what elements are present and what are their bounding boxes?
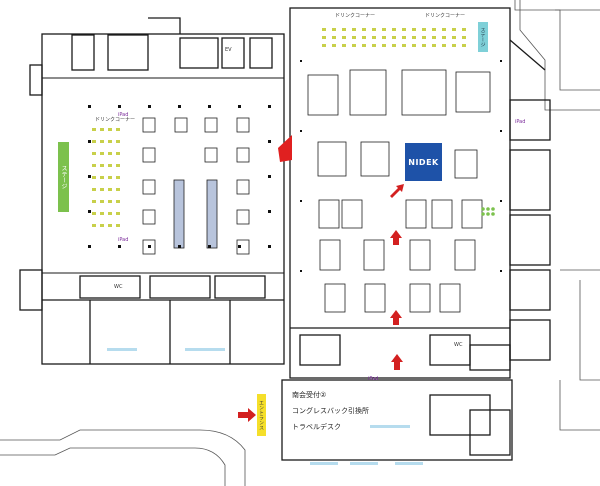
drink-corner-label-2: ドリンクコーナー bbox=[425, 13, 466, 19]
info-line-1: 南会受付② bbox=[292, 391, 327, 399]
booth-nidek[interactable]: NIDEK bbox=[405, 143, 442, 181]
arrow-nidek bbox=[390, 184, 404, 198]
arrow-up-1 bbox=[390, 230, 402, 245]
right-hall-booths bbox=[307, 69, 491, 313]
wc-label-1: WC bbox=[114, 284, 123, 290]
ev-label: EV bbox=[225, 47, 232, 53]
right-hall bbox=[281, 7, 551, 461]
connector-highlight bbox=[278, 135, 292, 162]
route-arrows bbox=[238, 184, 404, 422]
ipad-tag-2: iPad bbox=[118, 237, 129, 243]
drink-corner-label-3: ドリンクコーナー bbox=[95, 117, 136, 123]
drink-tables-left bbox=[92, 128, 120, 227]
drink-tables-right bbox=[322, 28, 466, 47]
arrow-up-2 bbox=[390, 310, 402, 325]
info-line-3: トラベルデスク bbox=[292, 423, 341, 431]
drink-corner-label-1: ドリンクコーナー bbox=[335, 13, 376, 19]
pillars-left bbox=[88, 105, 271, 248]
ipad-tag-1: iPad bbox=[118, 112, 129, 118]
arrow-entrance bbox=[238, 408, 256, 422]
info-desk-list: 南会受付② コングレスバック引換所 トラベルデスク bbox=[292, 390, 369, 434]
arrow-up-3 bbox=[391, 354, 403, 370]
stage-top: ステージ bbox=[478, 22, 488, 52]
entrance-label: エントランス bbox=[257, 394, 266, 436]
left-hall bbox=[19, 17, 285, 365]
left-hall-booths bbox=[142, 117, 250, 255]
green-markers bbox=[481, 207, 495, 216]
stage-left: ステージ bbox=[58, 142, 69, 212]
pillars-right bbox=[300, 60, 502, 272]
ipad-tag-3: iPad bbox=[368, 376, 379, 382]
wc-label-2: WC bbox=[454, 342, 463, 348]
counters bbox=[107, 348, 423, 465]
info-line-2: コングレスバック引換所 bbox=[292, 407, 369, 415]
ipad-tag-4: iPad bbox=[515, 119, 526, 125]
